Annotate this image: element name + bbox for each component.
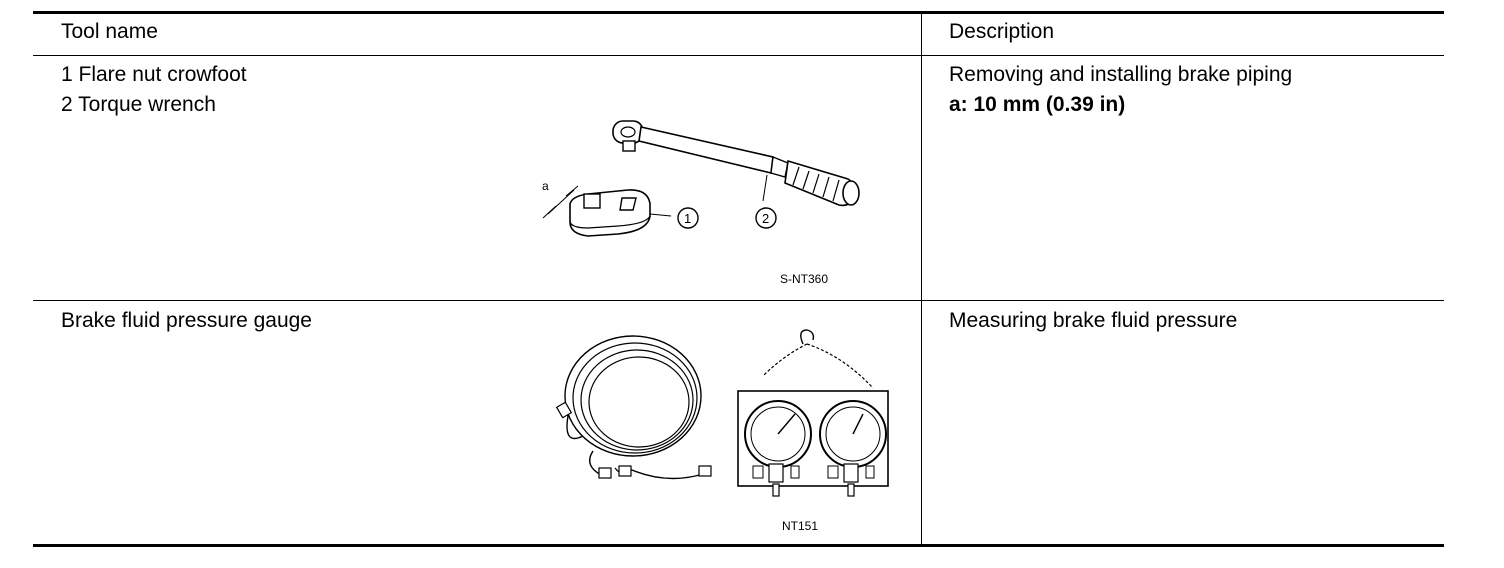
callout-2 — [755, 207, 777, 229]
tool-spec: a: 10 mm (0.39 in) — [949, 93, 1126, 116]
table-bottom-rule — [33, 544, 1444, 547]
header-tool-name: Tool name — [61, 20, 158, 43]
tool-description: Measuring brake fluid pressure — [949, 309, 1238, 332]
figure-code: S-NT360 — [780, 272, 829, 286]
header-rule — [33, 55, 1444, 56]
torque-wrench-icon — [612, 120, 860, 207]
callout-1 — [677, 207, 699, 229]
callout-1-label: 1 — [684, 211, 692, 226]
column-divider — [921, 14, 922, 544]
header-description: Description — [949, 20, 1055, 43]
tool-name-line: Brake fluid pressure gauge — [61, 309, 312, 332]
table-top-rule — [33, 11, 1444, 14]
pressure-gauge-set-icon — [555, 329, 889, 497]
tool-name-line: 1 Flare nut crowfoot — [61, 63, 247, 86]
tool-name-line: 2 Torque wrench — [61, 93, 216, 116]
figure-code: NT151 — [782, 519, 819, 533]
flare-nut-crowfoot-icon — [542, 185, 672, 237]
tool-description: Removing and installing brake piping — [949, 63, 1293, 86]
row-divider — [33, 300, 1444, 301]
dimension-label: a — [542, 179, 549, 193]
callout-2-label: 2 — [762, 211, 770, 226]
